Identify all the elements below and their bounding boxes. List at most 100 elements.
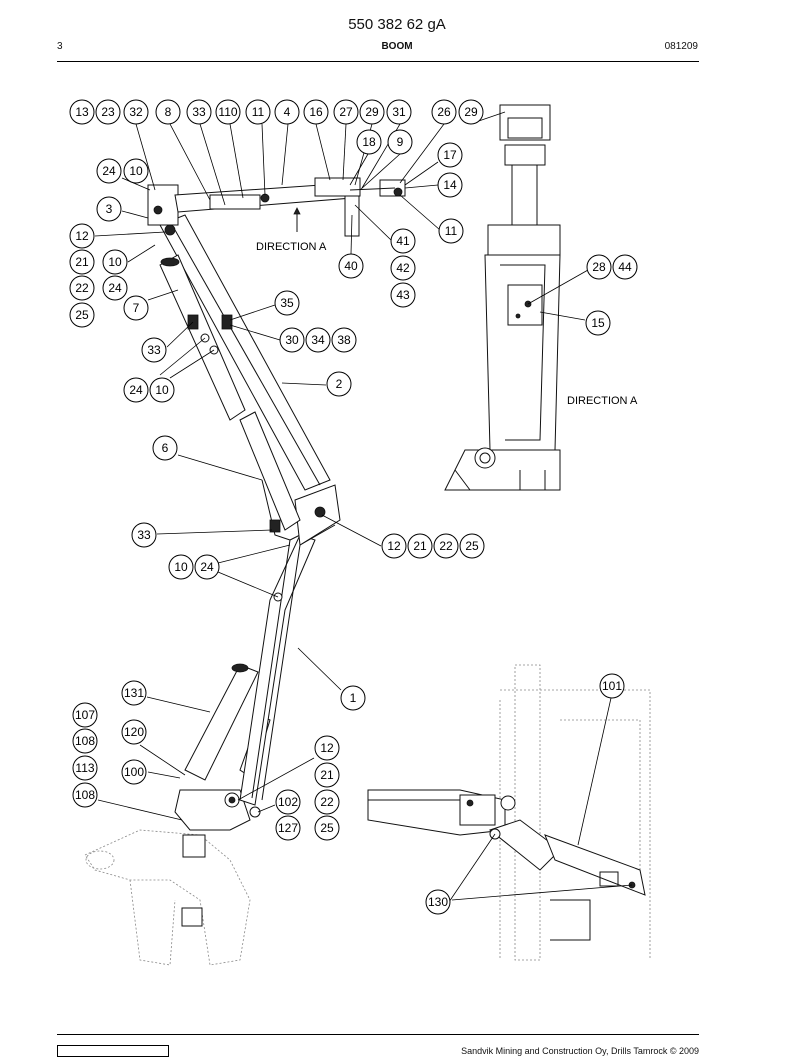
callout: 107 [72,702,98,728]
callout: 32 [123,99,149,125]
callout: 24 [123,377,149,403]
page-number: 3 [57,41,63,52]
svg-text:101: 101 [602,679,622,693]
svg-text:10: 10 [155,383,169,397]
svg-text:34: 34 [311,333,325,347]
callout: 34 [305,327,331,353]
callout: 12 [314,735,340,761]
svg-text:9: 9 [397,135,404,149]
svg-text:17: 17 [443,148,457,162]
callout: 38 [331,327,357,353]
callout: 8 [155,99,181,125]
callout: 42 [390,255,416,281]
svg-text:13: 13 [75,105,89,119]
callout: 9 [387,129,413,155]
callout: 12 [69,223,95,249]
callout: 10 [168,554,194,580]
callout: 23 [95,99,121,125]
callout: 110 [215,99,241,125]
svg-text:21: 21 [413,539,427,553]
callout: 2 [326,371,352,397]
callout: 10 [102,249,128,275]
svg-text:32: 32 [129,105,143,119]
callout: 22 [433,533,459,559]
callout: 33 [131,522,157,548]
svg-text:44: 44 [618,260,632,274]
callout: 113 [72,755,98,781]
svg-text:33: 33 [147,343,161,357]
svg-text:110: 110 [218,105,237,119]
svg-text:35: 35 [280,296,294,310]
callout: 29 [359,99,385,125]
callout: 10 [123,158,149,184]
svg-text:11: 11 [445,224,458,238]
svg-text:28: 28 [592,260,606,274]
svg-text:29: 29 [464,105,478,119]
callout: 40 [338,253,364,279]
svg-text:38: 38 [337,333,351,347]
svg-text:14: 14 [443,178,457,192]
callout: 3 [96,196,122,222]
svg-text:43: 43 [396,288,410,302]
callout: 41 [390,228,416,254]
svg-text:10: 10 [129,164,143,178]
svg-text:21: 21 [75,255,89,269]
header-rule [57,61,699,62]
svg-text:8: 8 [165,105,172,119]
svg-text:12: 12 [387,539,401,553]
callout: 25 [459,533,485,559]
svg-text:113: 113 [75,761,94,775]
callout: 44 [612,254,638,280]
callout: 131 [121,680,147,706]
svg-text:12: 12 [320,741,334,755]
leader-lines [94,111,633,903]
callouts: 13 23 32 8 33 110 11 4 16 27 29 31 26 29… [69,99,638,915]
callout: 14 [437,172,463,198]
callout: 108 [72,728,98,754]
footer-copyright: Sandvik Mining and Construction Oy, Dril… [461,1046,699,1056]
svg-text:29: 29 [365,105,379,119]
svg-text:24: 24 [129,383,143,397]
svg-text:33: 33 [137,528,151,542]
svg-text:42: 42 [396,261,410,275]
svg-text:11: 11 [252,105,265,119]
svg-text:4: 4 [284,105,291,119]
callout: 27 [333,99,359,125]
callout: 25 [69,302,95,328]
svg-text:107: 107 [75,708,95,722]
svg-text:108: 108 [75,788,95,802]
callout: 29 [458,99,484,125]
svg-text:33: 33 [192,105,206,119]
direction-a-view: DIRECTION A [444,104,638,491]
svg-text:25: 25 [75,308,89,322]
callout: 21 [314,762,340,788]
callout: 21 [69,249,95,275]
svg-text:25: 25 [465,539,479,553]
direction-a-label-top: DIRECTION A [256,241,327,253]
svg-text:131: 131 [124,686,144,700]
callout: 101 [599,673,625,699]
callout: 102 [275,789,301,815]
callout: 127 [275,815,301,841]
svg-text:30: 30 [285,333,299,347]
svg-text:102: 102 [278,795,298,809]
svg-text:21: 21 [320,768,334,782]
svg-text:22: 22 [320,795,334,809]
svg-text:100: 100 [124,765,144,779]
callout: 130 [425,889,451,915]
svg-text:120: 120 [124,725,144,739]
svg-text:22: 22 [75,281,89,295]
callout: 11 [438,218,464,244]
callout: 24 [102,275,128,301]
callout: 24 [96,158,122,184]
svg-text:130: 130 [428,895,448,909]
callout: 12 [381,533,407,559]
callout: 24 [194,554,220,580]
svg-text:18: 18 [362,135,376,149]
callout: 21 [407,533,433,559]
callout: 16 [303,99,329,125]
callout: 26 [431,99,457,125]
callout: 30 [279,327,305,353]
callout: 6 [152,435,178,461]
